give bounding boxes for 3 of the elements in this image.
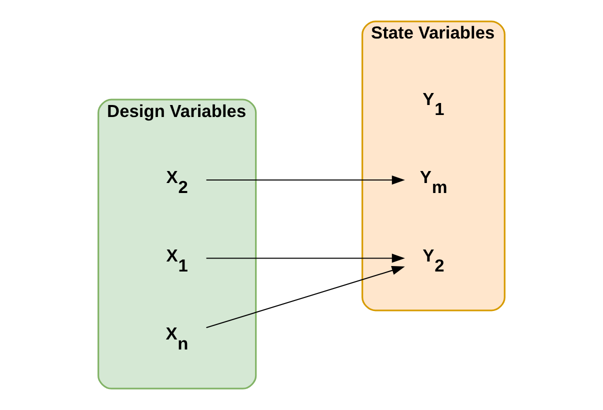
arrow	[206, 175, 405, 185]
arrow	[206, 254, 405, 263]
arrow	[206, 266, 405, 328]
